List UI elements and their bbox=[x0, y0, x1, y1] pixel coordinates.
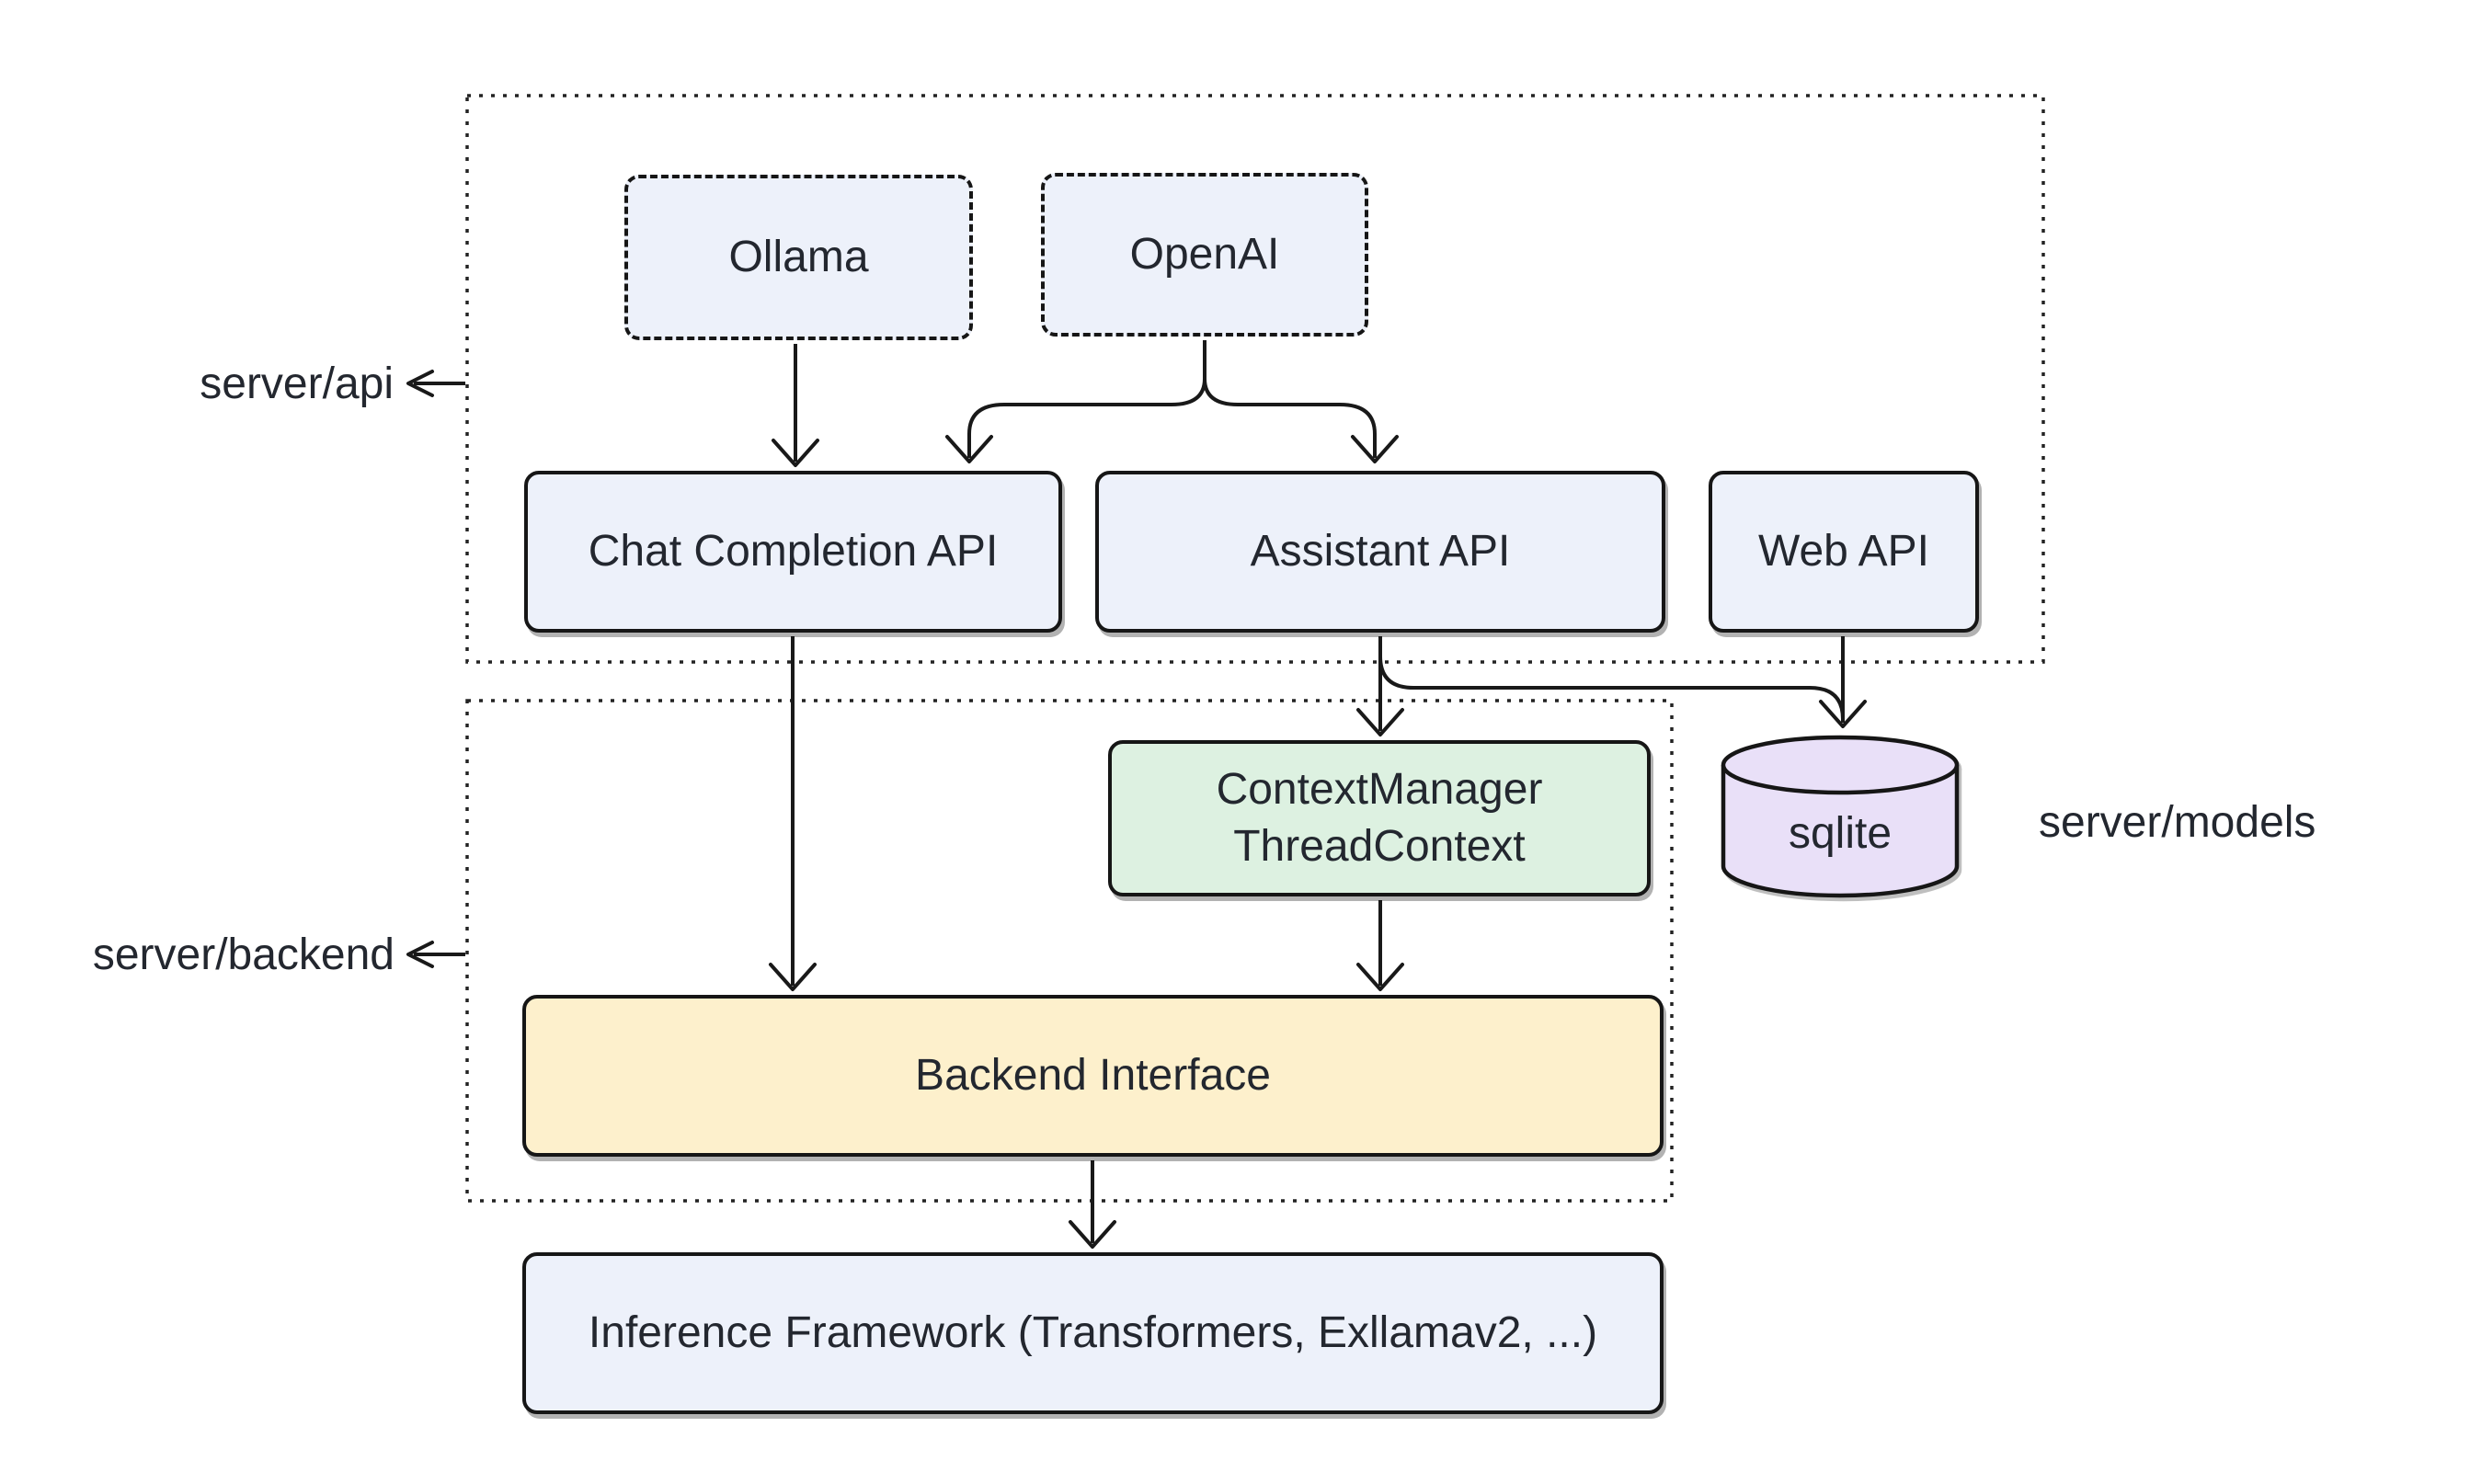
server-api-pointer-arrowhead bbox=[406, 370, 434, 397]
region-server-backend-border bbox=[465, 699, 1674, 1203]
node-ollama: Ollama bbox=[624, 175, 973, 340]
node-chat-completion-api: Chat Completion API bbox=[524, 471, 1062, 633]
node-openai-label: OpenAI bbox=[1129, 230, 1280, 279]
edge-assistant-context-arrowhead bbox=[1356, 708, 1404, 736]
node-context-manager: ContextManager ThreadContext bbox=[1108, 740, 1651, 896]
node-inference-framework: Inference Framework (Transformers, Exlla… bbox=[522, 1252, 1664, 1414]
node-sqlite-cylinder: sqlite bbox=[1721, 735, 1960, 898]
edge-webapi-sqlite-arrowhead bbox=[1819, 700, 1867, 728]
node-backend-interface-label: Backend Interface bbox=[915, 1051, 1271, 1100]
cylinder-top bbox=[1721, 735, 1960, 795]
edge-openai-assistant-arrowhead bbox=[1351, 435, 1399, 463]
edge-openai-chat bbox=[967, 378, 1206, 458]
region-server-api-border bbox=[465, 94, 2045, 664]
node-backend-interface: Backend Interface bbox=[522, 995, 1664, 1157]
node-assistant-api: Assistant API bbox=[1095, 471, 1665, 633]
node-web-api-label: Web API bbox=[1758, 527, 1929, 576]
edge-openai-chat-arrowhead bbox=[945, 435, 993, 463]
node-openai: OpenAI bbox=[1041, 173, 1368, 337]
edge-backend-inference-arrowhead bbox=[1069, 1220, 1116, 1249]
edge-context-backend-arrowhead bbox=[1356, 963, 1404, 991]
node-sqlite-label: sqlite bbox=[1789, 809, 1892, 858]
region-label-server-models: server/models bbox=[2039, 798, 2316, 847]
region-label-server-backend: server/backend bbox=[92, 930, 395, 979]
region-label-server-api: server/api bbox=[200, 360, 394, 408]
node-context-manager-line2: ThreadContext bbox=[1233, 822, 1526, 871]
server-backend-pointer-arrowhead bbox=[406, 941, 434, 968]
node-context-manager-line1: ContextManager bbox=[1216, 765, 1543, 814]
edge-assistant-sqlite bbox=[1378, 656, 1845, 720]
node-web-api: Web API bbox=[1709, 471, 1979, 633]
edge-chat-backend-arrowhead bbox=[769, 963, 817, 991]
node-inference-framework-label: Inference Framework (Transformers, Exlla… bbox=[588, 1308, 1598, 1357]
node-assistant-api-label: Assistant API bbox=[1250, 527, 1511, 576]
cylinder-body bbox=[1721, 765, 1960, 898]
edge-openai-assistant bbox=[1203, 378, 1377, 458]
edge-ollama-chat-arrowhead bbox=[772, 439, 819, 467]
node-chat-completion-api-label: Chat Completion API bbox=[588, 527, 999, 576]
node-ollama-label: Ollama bbox=[728, 233, 869, 281]
